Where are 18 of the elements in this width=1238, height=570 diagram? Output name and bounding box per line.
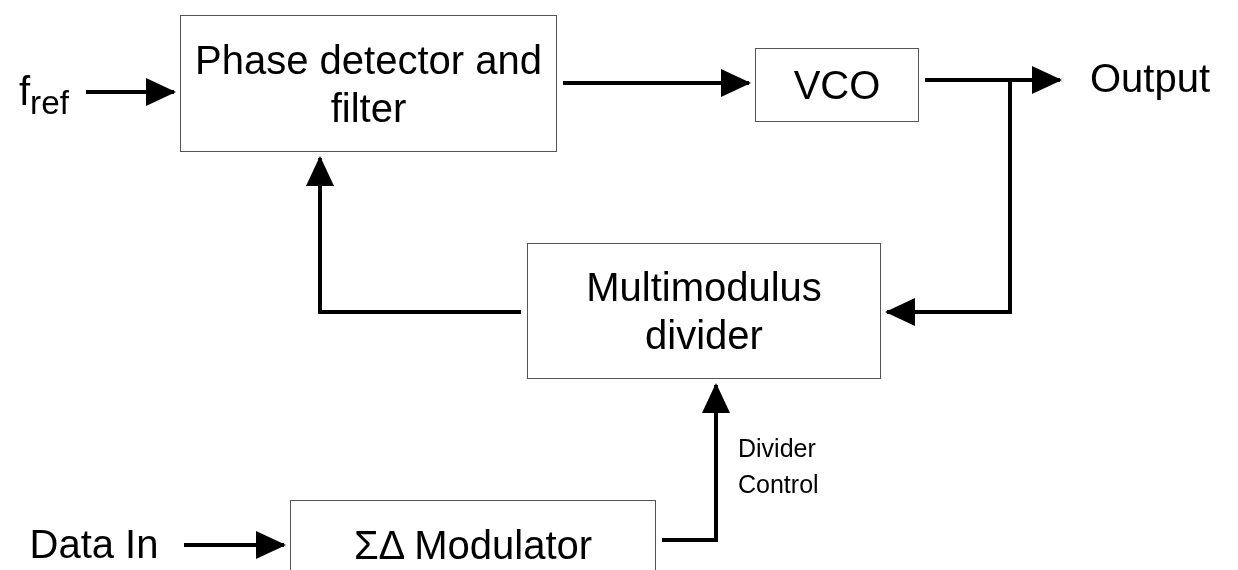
process-box: [180, 15, 557, 152]
box-label: Phase detector and filter: [194, 36, 543, 132]
signal-label: Output: [1089, 55, 1211, 102]
arrow: [563, 69, 751, 97]
process-box: [755, 48, 919, 122]
arrow: [184, 531, 286, 559]
signal-label: f$_{ref}$: [19, 68, 69, 123]
arrow: [86, 78, 176, 106]
box-label: Multimodulus divider: [585, 264, 823, 359]
box-label: VCO: [793, 62, 881, 109]
box-label: ΣΔ Modulator: [353, 522, 593, 569]
process-box: [527, 243, 881, 379]
arrow: [306, 156, 521, 314]
edge-label: Divider Control: [738, 433, 820, 501]
signal-label: Data In: [29, 521, 159, 568]
process-box: [290, 500, 656, 570]
arrow: [662, 383, 730, 542]
arrow: [885, 78, 1012, 326]
